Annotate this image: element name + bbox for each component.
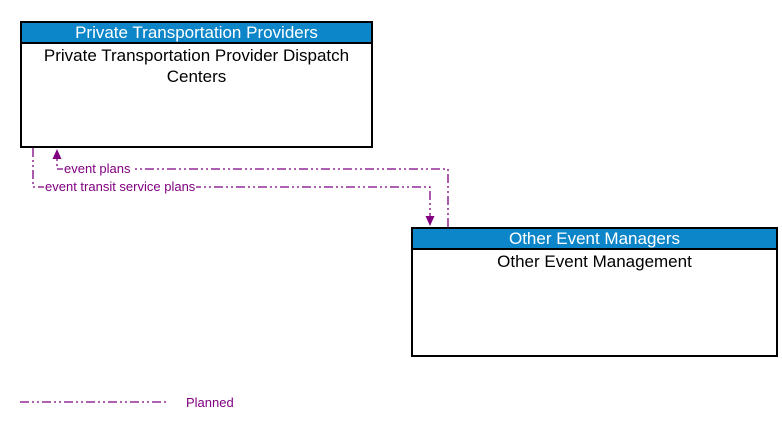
entity-body-other-event-management[interactable]: Other Event Management: [497, 252, 692, 271]
arrowhead-up-into-private-box: [52, 149, 62, 159]
entity-header-private-transportation-providers[interactable]: Private Transportation Providers: [22, 23, 371, 44]
entity-box-private-transportation-providers[interactable]: Private Transportation Providers Private…: [20, 21, 373, 148]
flow-label-event-transit-service-plans[interactable]: event transit service plans: [44, 179, 197, 194]
flow-label-event-plans[interactable]: event plans: [63, 161, 132, 176]
entity-header-other-event-managers[interactable]: Other Event Managers: [413, 229, 776, 250]
legend-planned-label: Planned: [186, 395, 234, 410]
entity-box-other-event-managers[interactable]: Other Event Managers Other Event Managem…: [411, 227, 778, 357]
entity-body-private-transportation-provider-dispatch-centers[interactable]: Private Transportation Provider Dispatch…: [43, 46, 350, 86]
arrowhead-down-into-other-box: [425, 216, 435, 226]
